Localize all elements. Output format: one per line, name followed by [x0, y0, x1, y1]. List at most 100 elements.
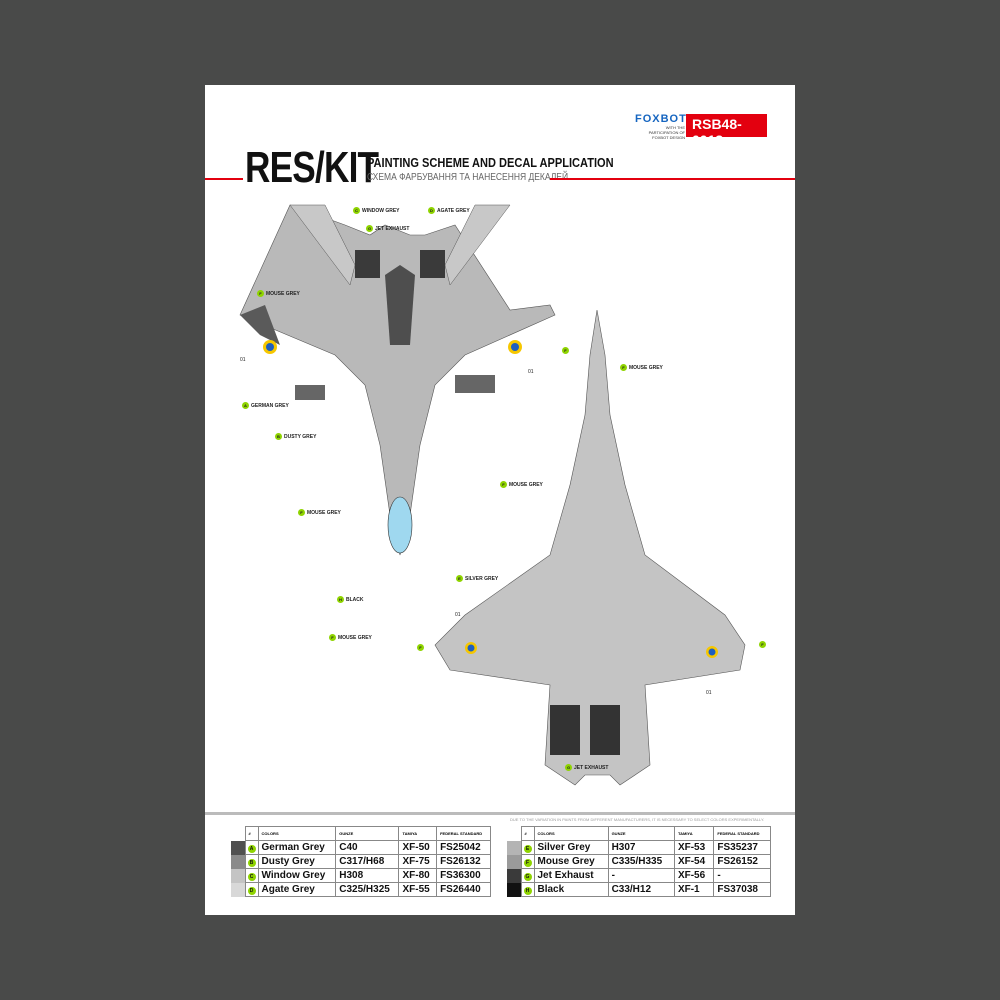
bottom-view-aircraft — [434, 309, 746, 786]
tamiya-code: XF-55 — [398, 882, 438, 897]
color-swatch — [507, 854, 521, 869]
color-swatch — [231, 840, 245, 855]
product-code: RSB48-0013 — [686, 114, 767, 148]
color-name: Silver Grey — [533, 840, 609, 855]
column-header: COLORS — [533, 826, 609, 841]
column-header: FEDERAL STANDARD — [713, 826, 771, 841]
gunze-code: C325/H325 — [335, 882, 400, 897]
color-swatch — [231, 882, 245, 897]
tamiya-code: XF-54 — [673, 854, 715, 869]
fs-code: FS26132 — [436, 854, 491, 869]
gunze-code: - — [607, 868, 675, 883]
column-header: GUNZE — [335, 826, 400, 841]
tail-number: 01 — [528, 369, 534, 375]
fs-code: FS26152 — [713, 854, 771, 869]
color-letter-badge: H — [523, 887, 532, 895]
color-name: Black — [533, 882, 609, 897]
tail-number: 01 — [240, 357, 246, 363]
color-swatch — [507, 840, 521, 855]
tamiya-code: XF-53 — [673, 840, 715, 855]
fs-code: FS25042 — [436, 840, 491, 855]
paint-note: DUE TO THE VARIATION IN PAINTS FROM DIFF… — [510, 817, 765, 822]
gunze-code: C317/H68 — [335, 854, 400, 869]
reskit-logo: RES/KIT — [245, 143, 379, 192]
color-letter-badge: G — [523, 873, 532, 881]
page-title: PAINTING SCHEME AND DECAL APPLICATION — [367, 155, 614, 170]
fs-code: - — [713, 868, 771, 883]
callout-mouse-grey-wing: F — [562, 347, 571, 354]
color-name: Mouse Grey — [533, 854, 609, 869]
color-name: Window Grey — [257, 868, 337, 883]
color-letter-badge: C — [247, 873, 256, 881]
instruction-sheet: RES/KIT PAINTING SCHEME AND DECAL APPLIC… — [205, 85, 795, 915]
column-header: COLORS — [257, 826, 337, 841]
gunze-code: H308 — [335, 868, 400, 883]
color-letter-badge: D — [247, 887, 256, 895]
gunze-code: C335/H335 — [607, 854, 675, 869]
color-swatch — [507, 868, 521, 883]
color-letter-badge: B — [247, 859, 256, 867]
column-header: TAMIYA — [673, 826, 715, 841]
tail-number: 01 — [455, 612, 461, 618]
fs-code: FS36300 — [436, 868, 491, 883]
header-rule-left — [205, 178, 243, 180]
fs-code: FS35237 — [713, 840, 771, 855]
aircraft-drawings — [239, 204, 746, 786]
color-letter-badge: E — [523, 845, 532, 853]
column-header: # — [244, 826, 259, 841]
tamiya-code: XF-56 — [673, 868, 715, 883]
color-name: Jet Exhaust — [533, 868, 609, 883]
tamiya-code: XF-80 — [398, 868, 438, 883]
column-header: FEDERAL STANDARD — [436, 826, 491, 841]
column-header: TAMIYA — [398, 826, 438, 841]
header-rule-right — [550, 178, 795, 180]
gunze-code: C40 — [335, 840, 400, 855]
fs-code: FS37038 — [713, 882, 771, 897]
callout-mouse-grey-lwing: F — [417, 644, 426, 651]
color-swatch — [231, 854, 245, 869]
tamiya-code: XF-75 — [398, 854, 438, 869]
tamiya-code: XF-50 — [398, 840, 438, 855]
callout-mouse-grey-rwing: F — [759, 641, 768, 648]
gunze-code: H307 — [607, 840, 675, 855]
gunze-code: C33/H12 — [607, 882, 675, 897]
color-swatch — [231, 868, 245, 883]
tail-number: 01 — [706, 690, 712, 696]
divider — [205, 812, 795, 815]
color-letter-badge: A — [247, 845, 256, 853]
color-name: Dusty Grey — [257, 854, 337, 869]
color-name: Agate Grey — [257, 882, 337, 897]
color-letter-badge: F — [523, 859, 532, 867]
color-swatch — [507, 882, 521, 897]
column-header: # — [520, 826, 535, 841]
fs-code: FS26440 — [436, 882, 491, 897]
tamiya-code: XF-1 — [673, 882, 715, 897]
page-subtitle: СХЕМА ФАРБУВАННЯ ТА НАНЕСЕННЯ ДЕКАЛЕЙ — [367, 172, 569, 183]
top-view-aircraft — [239, 204, 556, 556]
column-header: GUNZE — [607, 826, 675, 841]
